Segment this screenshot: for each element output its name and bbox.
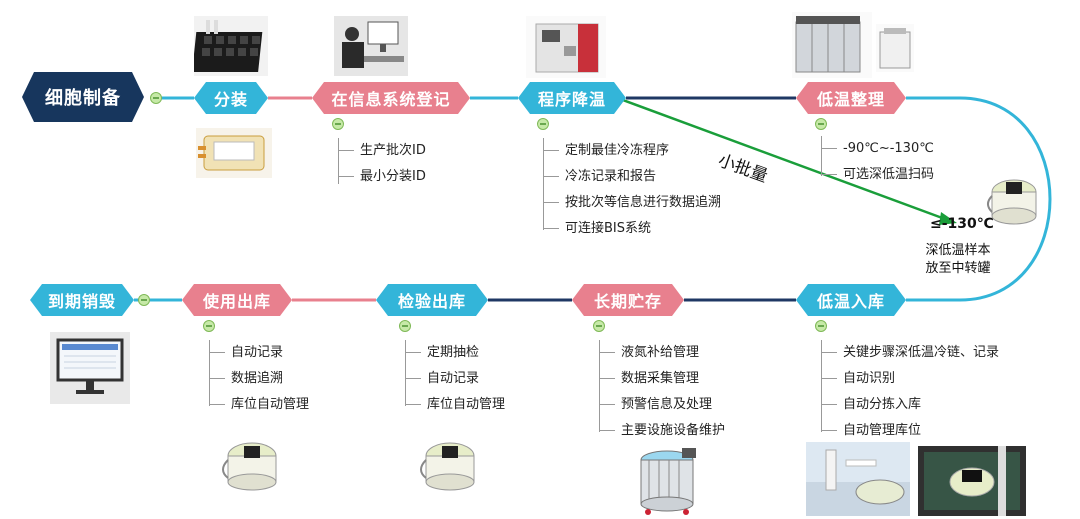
node-dot-prep	[150, 92, 162, 104]
monitor-image	[50, 332, 130, 404]
stage-low-temp-in: 低温入库	[796, 284, 906, 316]
transfer-note: 深低温样本 放至中转罐	[906, 242, 1010, 278]
list-item: -90℃~-130℃	[817, 136, 934, 162]
list-item: 按批次等信息进行数据追溯	[539, 190, 721, 216]
stage-register: 在信息系统登记	[312, 82, 470, 114]
transfer-note-line2: 放至中转罐	[925, 261, 991, 276]
list-item: 定制最佳冷冻程序	[539, 138, 721, 164]
node-dot-register	[332, 118, 344, 130]
list-item: 数据采集管理	[595, 366, 725, 392]
stage-long-store-label: 长期贮存	[593, 292, 662, 311]
stage-expire-destroy-label: 到期销毁	[47, 292, 116, 311]
canister-icon-use	[222, 442, 277, 491]
stage-expire-destroy: 到期销毁	[30, 284, 134, 316]
node-dot-use	[203, 320, 215, 332]
list-item: 最小分装ID	[334, 164, 426, 190]
list-item: 自动记录	[401, 366, 505, 392]
stage-cell-prep-label: 细胞制备	[45, 88, 121, 109]
temp-threshold-label: ≤-130℃	[930, 216, 994, 232]
list-low-temp-in: 关键步骤深低温冷链、记录 自动识别 自动分拣入库 自动管理库位	[817, 340, 999, 444]
list-long-store: 液氮补给管理 数据采集管理 预警信息及处理 主要设施设备维护	[595, 340, 725, 444]
list-item: 可连接BIS系统	[539, 216, 721, 242]
node-dot-destroy	[138, 294, 150, 306]
tube-rack-image	[194, 16, 268, 76]
node-dot-cool	[537, 118, 549, 130]
list-item: 预警信息及处理	[595, 392, 725, 418]
list-item: 库位自动管理	[205, 392, 309, 418]
node-dot-sort	[815, 118, 827, 130]
node-dot-in	[815, 320, 827, 332]
stage-register-label: 在信息系统登记	[331, 90, 451, 109]
stage-aliquot: 分装	[194, 82, 268, 114]
stage-use-out-label: 使用出库	[202, 292, 271, 311]
small-batch-arrowhead	[939, 212, 957, 225]
transfer-note-line1: 深低温样本	[925, 243, 991, 258]
list-register: 生产批次ID 最小分装ID	[334, 138, 426, 190]
stage-low-temp-sort: 低温整理	[796, 82, 906, 114]
automation-handling-image	[918, 446, 1026, 516]
list-item: 关键步骤深低温冷链、记录	[817, 340, 999, 366]
list-item: 库位自动管理	[401, 392, 505, 418]
list-item: 自动记录	[205, 340, 309, 366]
automation-scan-image	[806, 442, 910, 516]
list-use-out: 自动记录 数据追溯 库位自动管理	[205, 340, 309, 418]
stage-cell-prep: 细胞制备	[22, 72, 144, 122]
cell-bag-image	[196, 128, 272, 178]
registration-workstation-image	[334, 16, 408, 76]
connector-return-curve	[906, 96, 1052, 302]
list-item: 数据追溯	[205, 366, 309, 392]
list-inspect-out: 定期抽检 自动记录 库位自动管理	[401, 340, 505, 418]
stage-low-temp-in-label: 低温入库	[816, 292, 885, 311]
canister-icon-inspect	[420, 442, 475, 491]
small-freezer-image	[876, 24, 914, 72]
stage-use-out: 使用出库	[182, 284, 292, 316]
list-item: 主要设施设备维护	[595, 418, 725, 444]
list-item: 可选深低温扫码	[817, 162, 934, 188]
stage-program-cool: 程序降温	[518, 82, 626, 114]
list-item: 生产批次ID	[334, 138, 426, 164]
transfer-canister-icon	[987, 179, 1037, 225]
controlled-rate-freezer-image	[526, 16, 606, 78]
list-item: 定期抽检	[401, 340, 505, 366]
list-low-temp-sort: -90℃~-130℃ 可选深低温扫码	[817, 136, 934, 188]
stage-inspect-out: 检验出库	[376, 284, 488, 316]
stage-program-cool-label: 程序降温	[537, 90, 606, 109]
low-temp-storage-unit-image	[792, 12, 872, 78]
list-item: 液氮补给管理	[595, 340, 725, 366]
stage-inspect-out-label: 检验出库	[397, 292, 466, 311]
liquid-nitrogen-tank-icon	[640, 448, 696, 515]
node-dot-store	[593, 320, 605, 332]
stage-low-temp-sort-label: 低温整理	[816, 90, 885, 109]
node-dot-inspect	[399, 320, 411, 332]
stage-aliquot-label: 分装	[213, 90, 248, 109]
list-item: 自动识别	[817, 366, 999, 392]
small-batch-arrow-line	[611, 94, 946, 221]
list-item: 自动分拣入库	[817, 392, 999, 418]
stage-long-store: 长期贮存	[572, 284, 684, 316]
list-program-cool: 定制最佳冷冻程序 冷冻记录和报告 按批次等信息进行数据追溯 可连接BIS系统	[539, 138, 721, 242]
list-item: 冷冻记录和报告	[539, 164, 721, 190]
list-item: 自动管理库位	[817, 418, 999, 444]
